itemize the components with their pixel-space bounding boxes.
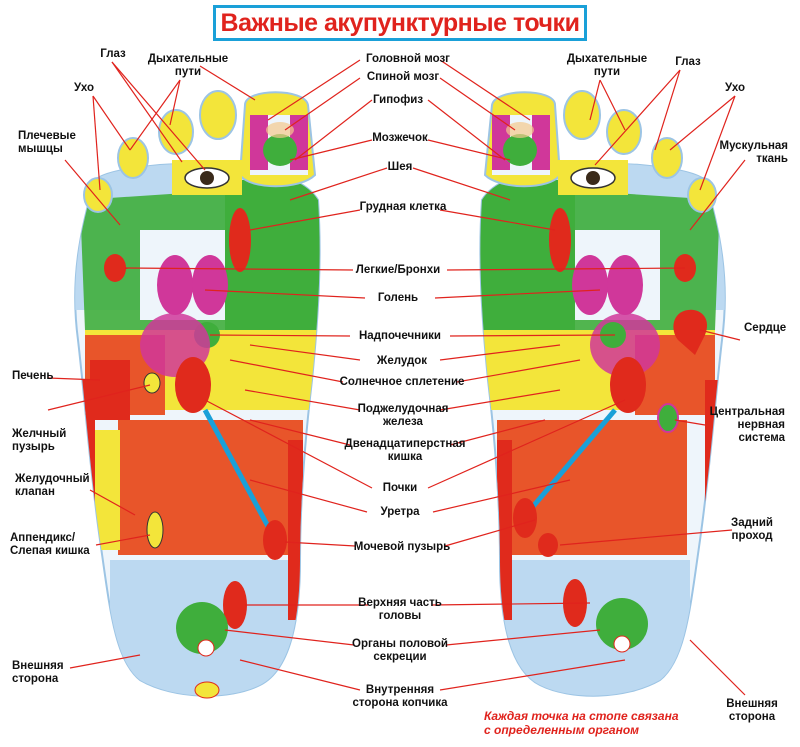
label-outer-side-left: Внешняя сторона <box>12 660 64 685</box>
label-eye-left: Глаз <box>100 48 126 60</box>
footnote: Каждая точка на стопе связана с определе… <box>484 709 679 737</box>
label-eye-right: Глаз <box>675 56 701 68</box>
label-neck: Шея <box>387 161 413 173</box>
title-box: Важные акупунктурные точки <box>213 5 587 41</box>
label-stomach: Желудок <box>376 355 428 367</box>
label-appendix: Аппендикс/ Слепая кишка <box>10 532 90 557</box>
label-anus: Задний проход <box>731 517 773 542</box>
label-brain: Головной мозг <box>366 53 450 65</box>
leader-lines <box>47 59 746 696</box>
label-cerebellum: Мозжечок <box>372 132 428 144</box>
eye-icon <box>172 160 242 195</box>
left-foot <box>74 90 321 699</box>
label-airways-right: Дыхательные пути <box>566 53 648 78</box>
label-central-nervous-system: Центральная нервная система <box>709 406 785 444</box>
brain-icon <box>503 122 537 166</box>
label-outer-side-right: Внешняя сторона <box>726 698 778 723</box>
label-liver: Печень <box>12 370 54 382</box>
lungs-icon <box>157 255 228 315</box>
label-gallbladder: Желчный пузырь <box>12 428 67 453</box>
label-top-of-head: Верхняя часть головы <box>358 597 442 622</box>
kidney-icon <box>175 357 211 413</box>
heart-icon <box>673 309 708 355</box>
label-pituitary: Гипофиз <box>372 94 424 106</box>
label-shin: Голень <box>377 292 419 304</box>
label-bladder: Мочевой пузырь <box>353 541 451 553</box>
label-kidneys: Почки <box>382 482 418 494</box>
label-ear-right: Ухо <box>724 82 746 94</box>
brain-icon <box>263 122 297 166</box>
label-heart: Сердце <box>744 322 787 334</box>
label-lungs: Легкие/Бронхи <box>355 264 441 276</box>
label-solar-plexus: Солнечное сплетение <box>339 376 465 388</box>
label-pancreas: Поджелудочная железа <box>357 403 449 428</box>
label-airways-left: Дыхательные пути <box>147 53 229 78</box>
label-reproductive-organs: Органы половой секреции <box>352 638 448 663</box>
label-duodenum: Двенадцатиперстная кишка <box>344 438 466 463</box>
label-shoulder-muscles: Плечевые мышцы <box>18 130 76 155</box>
eye-icon <box>558 160 628 195</box>
right-foot <box>479 90 726 697</box>
label-chest: Грудная клетка <box>359 201 447 213</box>
label-gastric-valve: Желудочный клапан <box>15 473 90 498</box>
label-spinal-cord: Спиной мозг <box>366 71 440 83</box>
lungs-icon <box>572 255 643 315</box>
label-ear-left: Ухо <box>73 82 95 94</box>
label-urethra: Уретра <box>380 506 420 518</box>
label-inner-coccyx: Внутренняя сторона копчика <box>352 684 448 709</box>
label-adrenals: Надпочечники <box>359 330 441 342</box>
page-title: Важные акупунктурные точки <box>220 8 580 37</box>
kidney-icon <box>610 357 646 413</box>
label-muscle-tissue: Мускульная ткань <box>719 140 788 165</box>
